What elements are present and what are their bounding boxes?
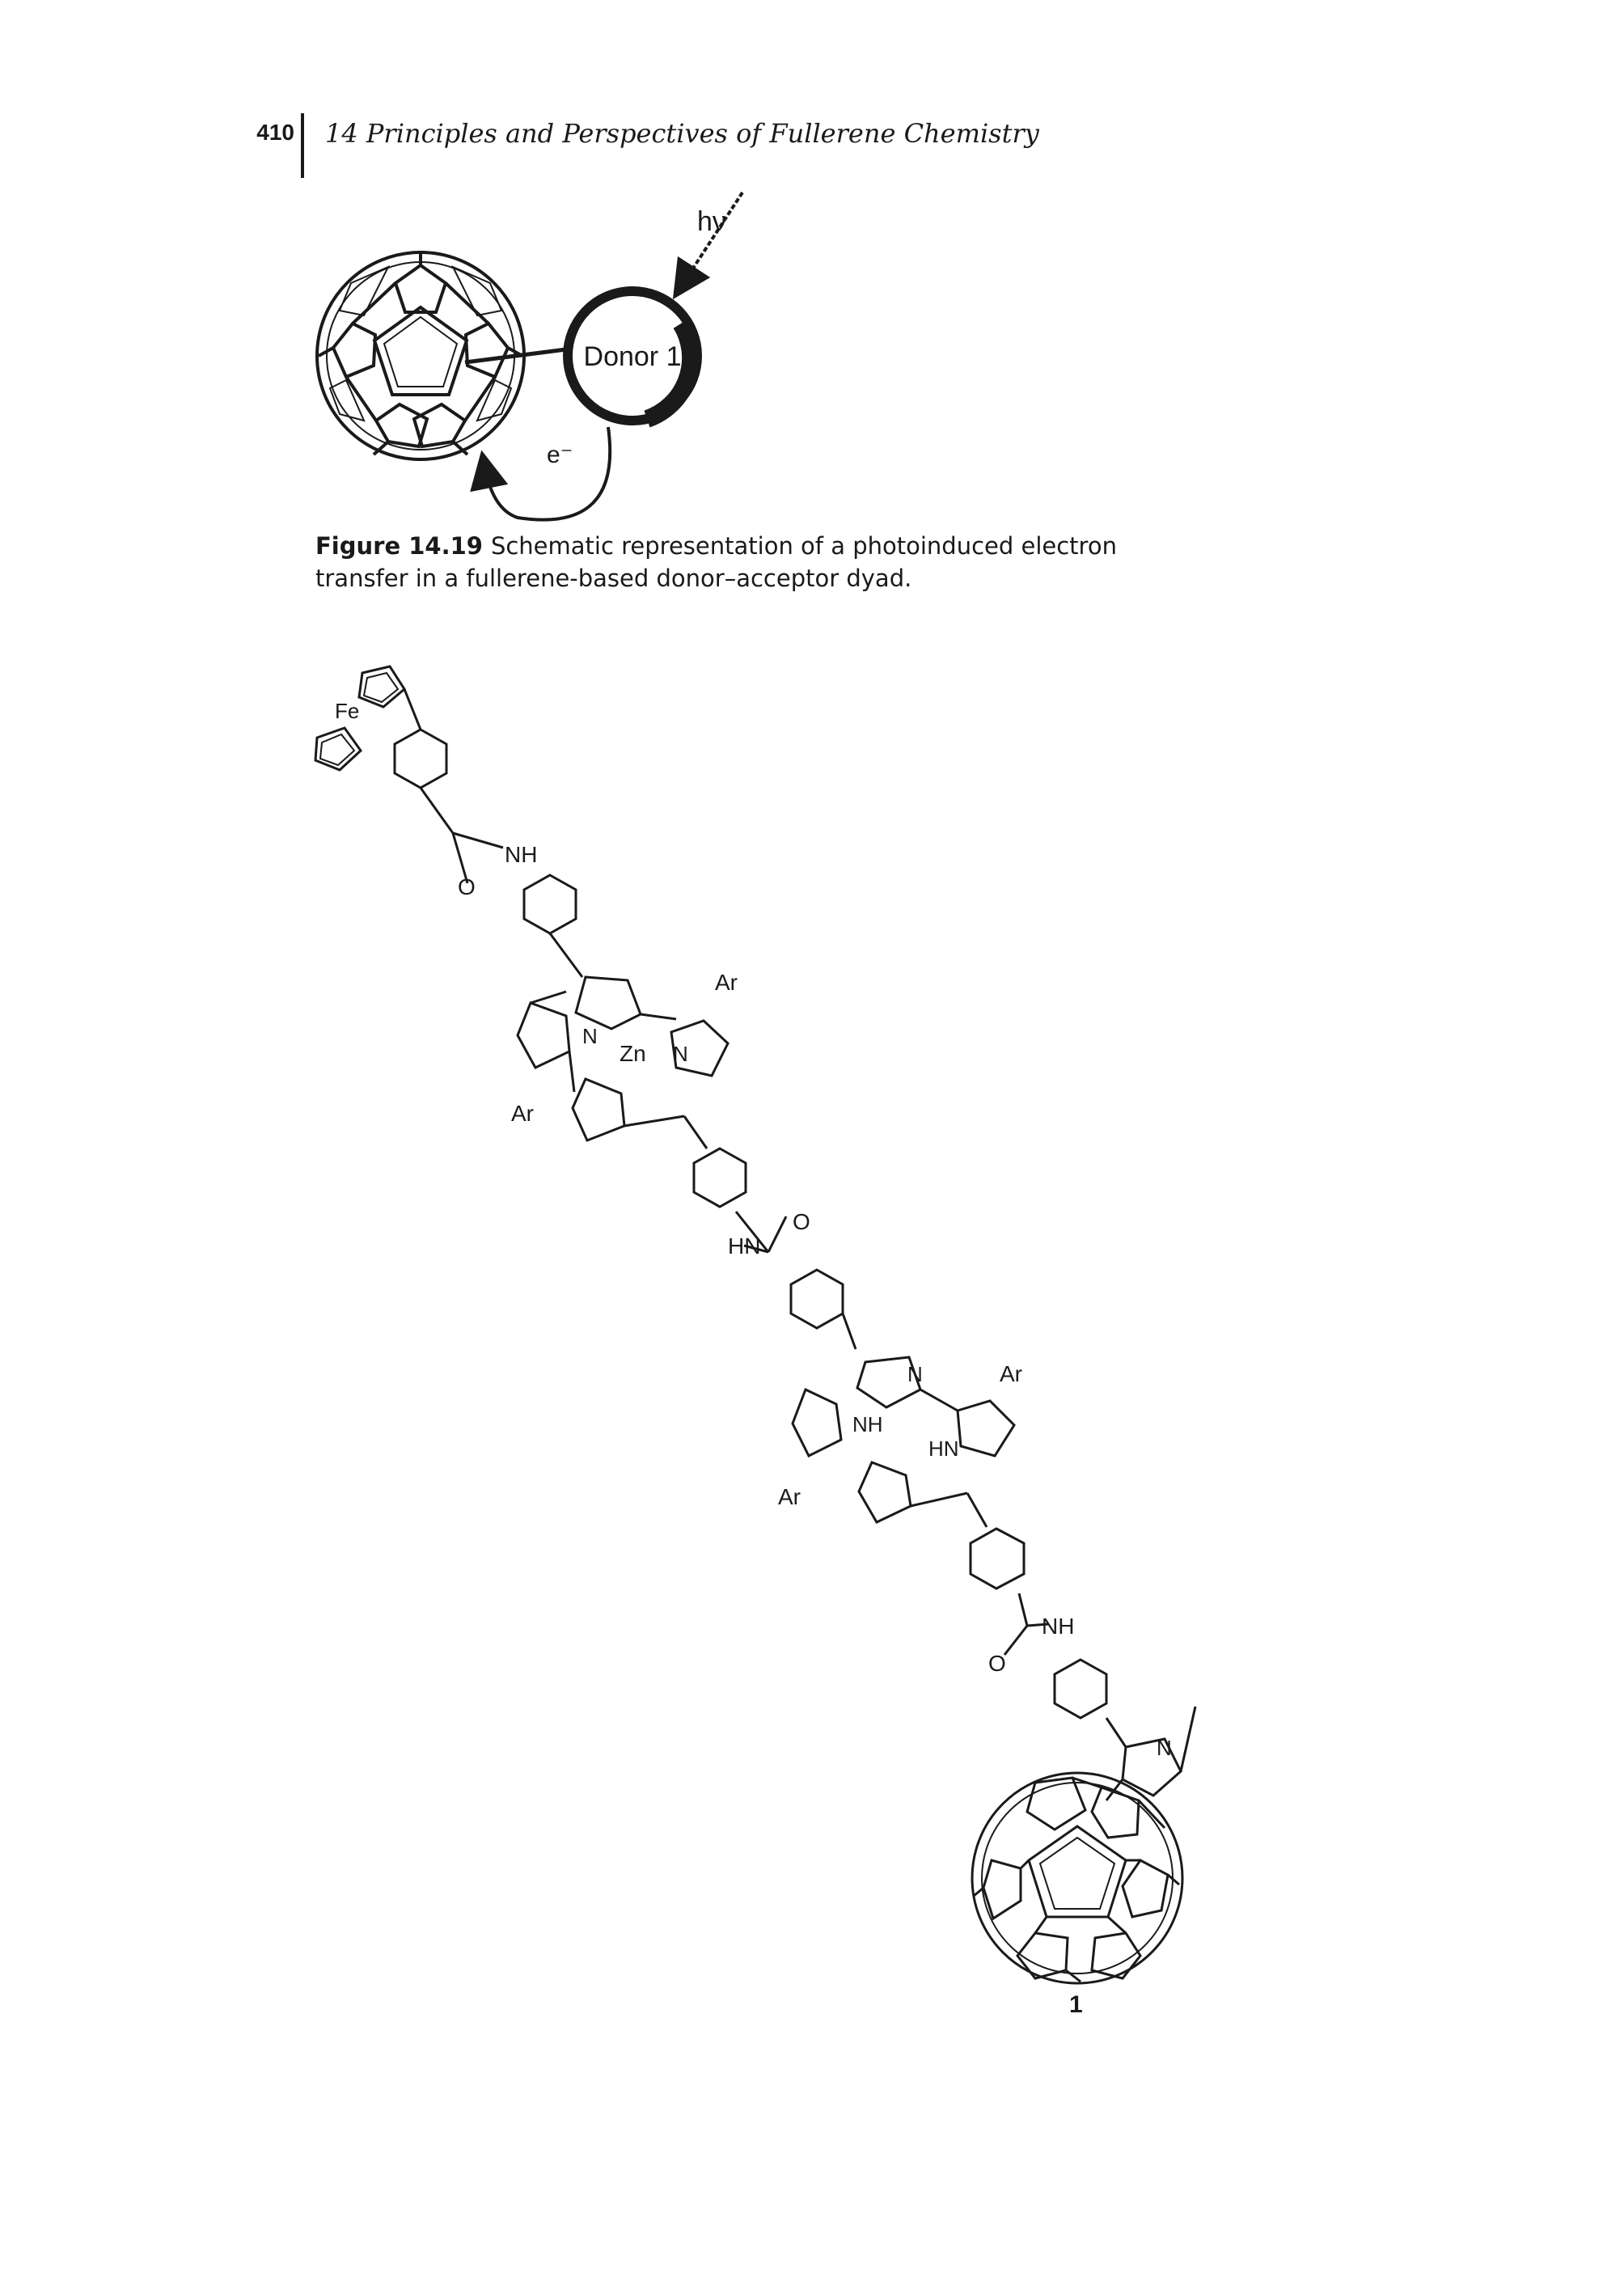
- aryl-label-4: Ar: [778, 1484, 801, 1509]
- aryl-label-2: Ar: [511, 1101, 534, 1126]
- carbonyl-o-top: O: [458, 874, 476, 899]
- figure-caption-text: Schematic representation of a photoinduc…: [315, 532, 1117, 592]
- page-number: 410: [256, 120, 294, 145]
- linker-line: [464, 347, 567, 365]
- fullerene-schematic-icon: [315, 251, 526, 461]
- amide-nh-bottom: NH: [1042, 1614, 1074, 1639]
- pyrrole-n-right: N: [673, 1042, 688, 1066]
- pyrrole-n-left: N: [582, 1024, 598, 1048]
- carbonyl-o-mid: O: [793, 1209, 810, 1234]
- chain-bonds: [393, 728, 1197, 1797]
- amide-hn-mid: HN: [728, 1233, 760, 1259]
- pyrrole-hn: HN: [928, 1436, 959, 1461]
- light-label: hν: [697, 206, 726, 237]
- ferrocene-icon: [314, 665, 422, 772]
- figure-caption-label: Figure 14.19: [315, 532, 483, 560]
- c60-fullerene-icon: [971, 1771, 1184, 1985]
- running-title: 14 Principles and Perspectives of Fuller…: [325, 118, 1039, 149]
- header-rule: [301, 113, 304, 178]
- pyrrole-n-free-base: N: [907, 1362, 923, 1386]
- donor-label: Donor 1: [584, 341, 682, 372]
- zinc-label: Zn: [620, 1041, 646, 1066]
- fullerene-attachment-bond: [1105, 1779, 1124, 1801]
- electron-transfer-arrow-icon: [470, 426, 612, 522]
- iron-label: Fe: [335, 699, 359, 723]
- pyrrolidine-n: N: [1157, 1736, 1172, 1760]
- donor-circle: Donor 1: [563, 286, 702, 428]
- amide-nh-top: NH: [505, 842, 537, 867]
- electron-label: e⁻: [547, 442, 573, 468]
- aryl-label-3: Ar: [1000, 1361, 1022, 1386]
- compound-number: 1: [1069, 1991, 1083, 2018]
- light-arrow-icon: [672, 191, 744, 300]
- pyrrole-nh: NH: [852, 1412, 883, 1436]
- aryl-label-1: Ar: [715, 970, 738, 995]
- carbonyl-o-bottom: O: [988, 1651, 1006, 1676]
